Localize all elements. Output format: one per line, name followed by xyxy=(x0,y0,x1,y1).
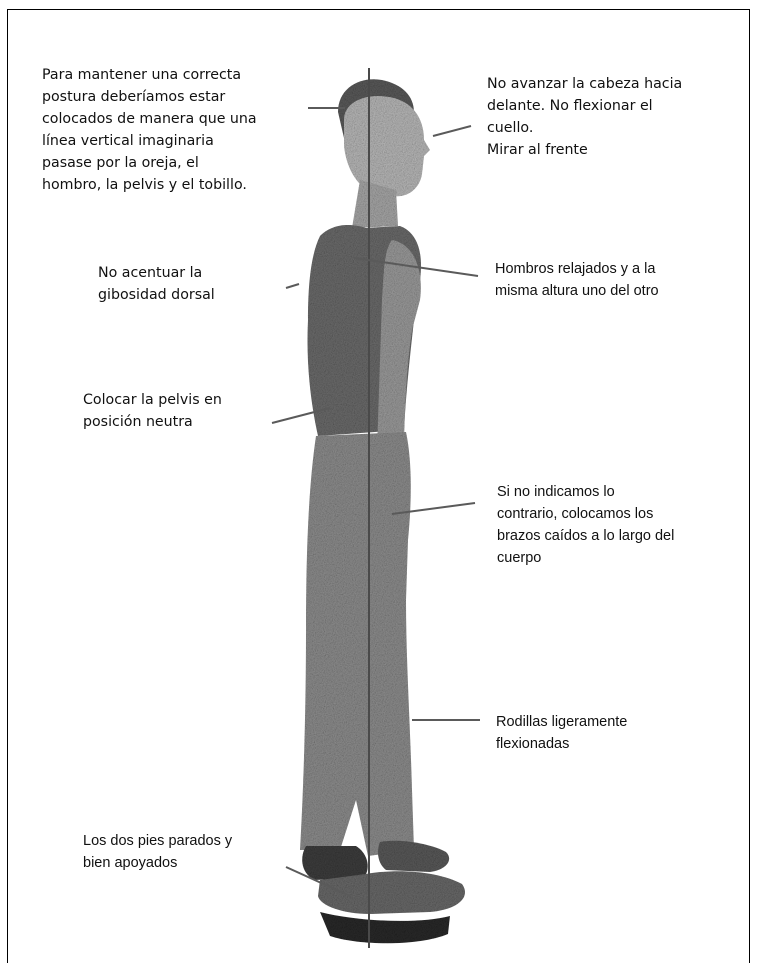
knees-note: Rodillas ligeramente flexionadas xyxy=(496,711,627,755)
arms-note: Si no indicamos lo contrario, colocamos … xyxy=(497,481,674,569)
back-shoe xyxy=(302,846,368,880)
lower-foot xyxy=(318,871,465,914)
leader-head xyxy=(433,126,471,136)
head xyxy=(344,96,430,196)
feet-note: Los dos pies parados y bien apoyados xyxy=(83,830,232,874)
scan-artifact xyxy=(512,688,646,692)
pelvis-note: Colocar la pelvis en posición neutra xyxy=(83,389,222,433)
shoulders-note: Hombros relajados y a la misma altura un… xyxy=(495,258,659,302)
leader-dorsal xyxy=(286,284,299,288)
dorsal-note: No acentuar la gibosidad dorsal xyxy=(98,262,215,306)
person-silhouette xyxy=(300,79,465,943)
front-shoe xyxy=(378,841,449,872)
posture-rule-text: Para mantener una correcta postura deber… xyxy=(42,64,257,196)
head-note: No avanzar la cabeza hacia delante. No f… xyxy=(487,73,682,161)
shoe-soles xyxy=(320,912,450,943)
pants xyxy=(300,432,414,856)
